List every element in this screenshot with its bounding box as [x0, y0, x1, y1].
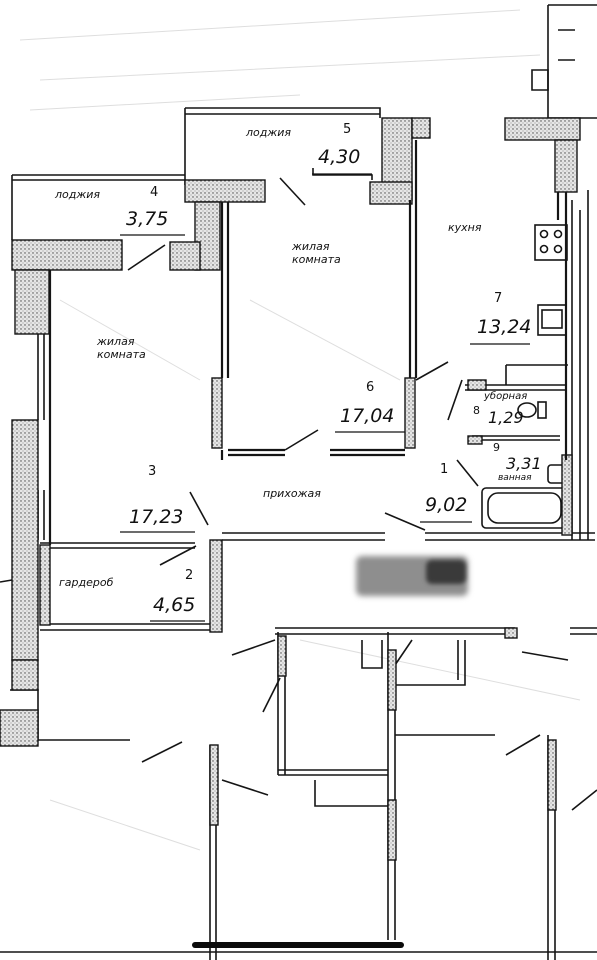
room-number: 9	[493, 441, 500, 454]
room-name: жилая комната	[97, 335, 146, 361]
room-number: 1	[440, 462, 449, 477]
room-number: 4	[150, 185, 159, 200]
plan-linework	[0, 4, 597, 960]
room-name: жилая комната	[292, 240, 341, 266]
room-name: прихожая	[263, 487, 321, 500]
room-number: 3	[148, 464, 157, 479]
room-number: 7	[494, 291, 503, 306]
room-name: лоджия	[55, 188, 101, 201]
structural-walls	[0, 117, 581, 861]
room-name: гардероб	[59, 576, 114, 589]
room-number: 2	[185, 568, 194, 583]
room-number: 6	[366, 380, 375, 395]
room-area: 4,65	[153, 594, 196, 616]
room-name: ванная	[498, 473, 532, 483]
room-area: 17,04	[340, 405, 395, 427]
home-indicator[interactable]	[192, 942, 404, 948]
room-number: 8	[473, 404, 480, 417]
room-area: 3,31	[506, 454, 542, 473]
room-area: 4,30	[318, 146, 361, 168]
room-name: уборная	[484, 391, 528, 402]
room-area: 13,24	[477, 316, 532, 338]
faint-background-sketch	[19, 9, 581, 851]
room-name: лоджия	[246, 126, 292, 139]
room-area: 3,75	[126, 208, 169, 230]
blurred-watermark-dark	[426, 560, 466, 584]
room-area: 17,23	[129, 506, 184, 528]
room-area: 1,29	[488, 408, 524, 427]
room-name: кухня	[448, 221, 482, 234]
room-area: 9,02	[425, 494, 468, 516]
interior-walls	[48, 140, 568, 545]
room-number: 5	[343, 122, 352, 137]
